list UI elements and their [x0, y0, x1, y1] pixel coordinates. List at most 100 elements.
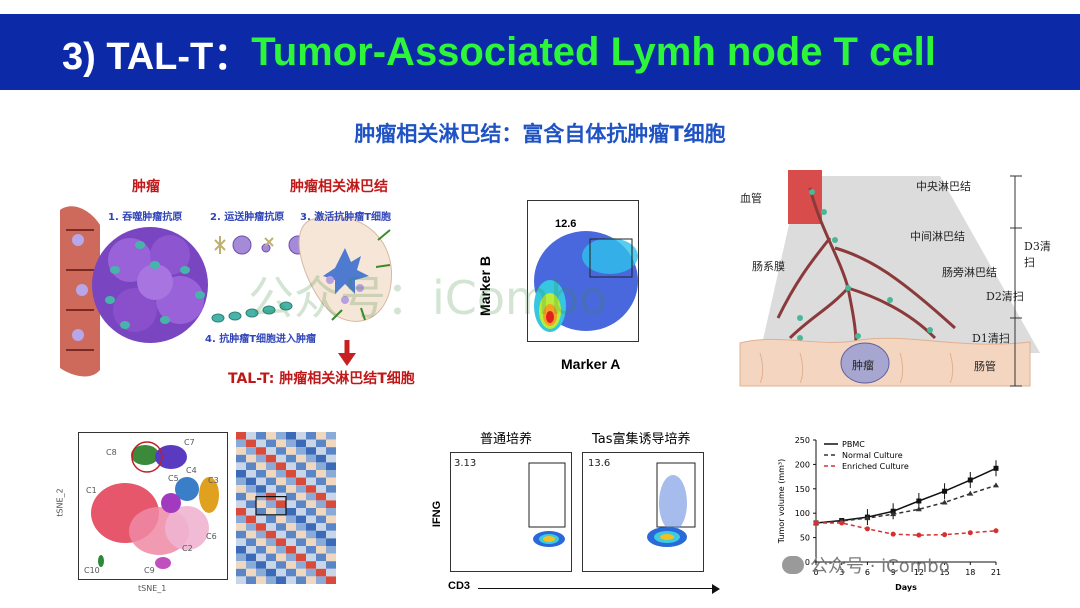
heatmap-cell: [256, 432, 266, 440]
heatmap: [236, 432, 354, 592]
heatmap-cell: [236, 553, 246, 562]
y-tick-label: 150: [795, 485, 810, 494]
data-point: [864, 515, 871, 521]
heatmap-cell: [286, 470, 296, 478]
heatmap-cell: [296, 576, 306, 584]
heatmap-cell: [246, 546, 256, 554]
heatmap-cell: [266, 553, 276, 562]
heatmap-cell: [316, 470, 326, 478]
heatmap-cell: [236, 454, 246, 463]
heatmap-cell: [306, 462, 316, 470]
x-tick-label: 3: [839, 568, 844, 577]
flow-bottom-left-title: 普通培养: [480, 432, 533, 447]
step-3-label: 3. 激活抗肿瘤T细胞: [300, 212, 392, 223]
heatmap-cell: [316, 477, 326, 486]
heatmap-cell: [326, 477, 336, 486]
legend-label: Normal Culture: [842, 451, 903, 460]
heatmap-grid: [236, 432, 336, 584]
heatmap-cell: [286, 546, 296, 554]
heatmap-cell: [286, 568, 296, 577]
step-1-label: 1. 吞噬肿瘤抗原: [108, 212, 183, 223]
heatmap-cell: [316, 432, 326, 440]
heatmap-cell: [296, 523, 306, 531]
heatmap-cell: [306, 523, 316, 531]
heatmap-cell: [316, 515, 326, 524]
heatmap-cell: [306, 500, 316, 508]
heatmap-cell: [246, 470, 256, 478]
heatmap-cell: [256, 439, 266, 448]
heatmap-cell: [276, 568, 286, 577]
heatmap-cell: [296, 515, 306, 524]
heatmap-cell: [316, 568, 326, 577]
heatmap-cell: [266, 515, 276, 524]
heatmap-cell: [276, 500, 286, 508]
legend-label: PBMC: [842, 440, 865, 449]
heatmap-cell: [296, 553, 306, 562]
heatmap-cell: [296, 454, 306, 463]
flow-bottom-right-value: 13.6: [588, 458, 611, 469]
data-point: [839, 520, 845, 526]
heatmap-cell: [306, 530, 316, 539]
tsne-cluster-c3: C3: [208, 476, 219, 485]
heatmap-cell: [316, 523, 326, 531]
heatmap-cell: [286, 576, 296, 584]
heatmap-cell: [236, 546, 246, 554]
tsne-cluster-c7: C7: [184, 438, 195, 447]
anatomy-mesentery-label: 肠系膜: [752, 260, 785, 273]
heatmap-cell: [246, 561, 256, 569]
heatmap-cell: [306, 447, 316, 455]
heatmap-cell: [306, 508, 316, 516]
flow-bottom-left-plot: [450, 452, 572, 572]
heatmap-cell: [236, 530, 246, 539]
heatmap-cell: [306, 576, 316, 584]
heatmap-cell: [316, 508, 326, 516]
data-point: [993, 528, 999, 534]
anatomy-paraintestinal-label: 肠旁淋巴结: [942, 266, 997, 279]
y-tick-label: 100: [795, 509, 810, 518]
heatmap-cell: [256, 530, 266, 539]
heatmap-cell: [286, 454, 296, 463]
heatmap-cell: [276, 477, 286, 486]
y-tick-label: 50: [800, 534, 810, 543]
lymph-node-label: 肿瘤相关淋巴结: [290, 179, 388, 195]
heatmap-cell: [326, 432, 336, 440]
heatmap-cell: [326, 485, 336, 493]
heatmap-cell: [306, 515, 316, 524]
heatmap-cell: [296, 561, 306, 569]
tsne-cluster-c6: C6: [206, 532, 217, 541]
anatomy-vessel-label: 血管: [740, 192, 762, 205]
heatmap-cell: [266, 508, 276, 516]
mechanism-diagram: 肿瘤 肿瘤相关淋巴结 1. 吞噬肿瘤抗原 2. 运送肿瘤抗原 3. 激活抗肿瘤T…: [60, 170, 460, 395]
heatmap-cell: [246, 477, 256, 486]
anatomy-tumor-label: 肿瘤: [852, 359, 874, 372]
heatmap-cell: [256, 485, 266, 493]
heatmap-cell: [316, 454, 326, 463]
heatmap-cell: [246, 485, 256, 493]
heatmap-cell: [326, 447, 336, 455]
heatmap-cell: [276, 485, 286, 493]
heatmap-cell: [246, 432, 256, 440]
heatmap-cell: [316, 485, 326, 493]
heatmap-cell: [286, 561, 296, 569]
heatmap-cell: [236, 477, 246, 486]
heatmap-cell: [316, 447, 326, 455]
heatmap-cell: [256, 500, 266, 508]
heatmap-cell: [296, 485, 306, 493]
heatmap-cell: [306, 485, 316, 493]
heatmap-cell: [256, 454, 266, 463]
data-point: [993, 482, 999, 488]
data-point: [967, 530, 973, 536]
data-point: [915, 506, 922, 512]
heatmap-cell: [296, 500, 306, 508]
heatmap-cell: [266, 454, 276, 463]
x-tick-label: 0: [813, 568, 818, 577]
watermark-corner-text: 公众号 · iCombo: [810, 556, 950, 577]
series-line: [816, 522, 997, 536]
flow-top-plot-area: [527, 200, 639, 342]
data-point: [942, 532, 948, 538]
heatmap-cell: [266, 568, 276, 577]
lymph-node: [298, 216, 392, 322]
heatmap-cell: [286, 485, 296, 493]
heatmap-cell: [276, 454, 286, 463]
flow-bottom-x-arrowhead: [712, 584, 720, 594]
